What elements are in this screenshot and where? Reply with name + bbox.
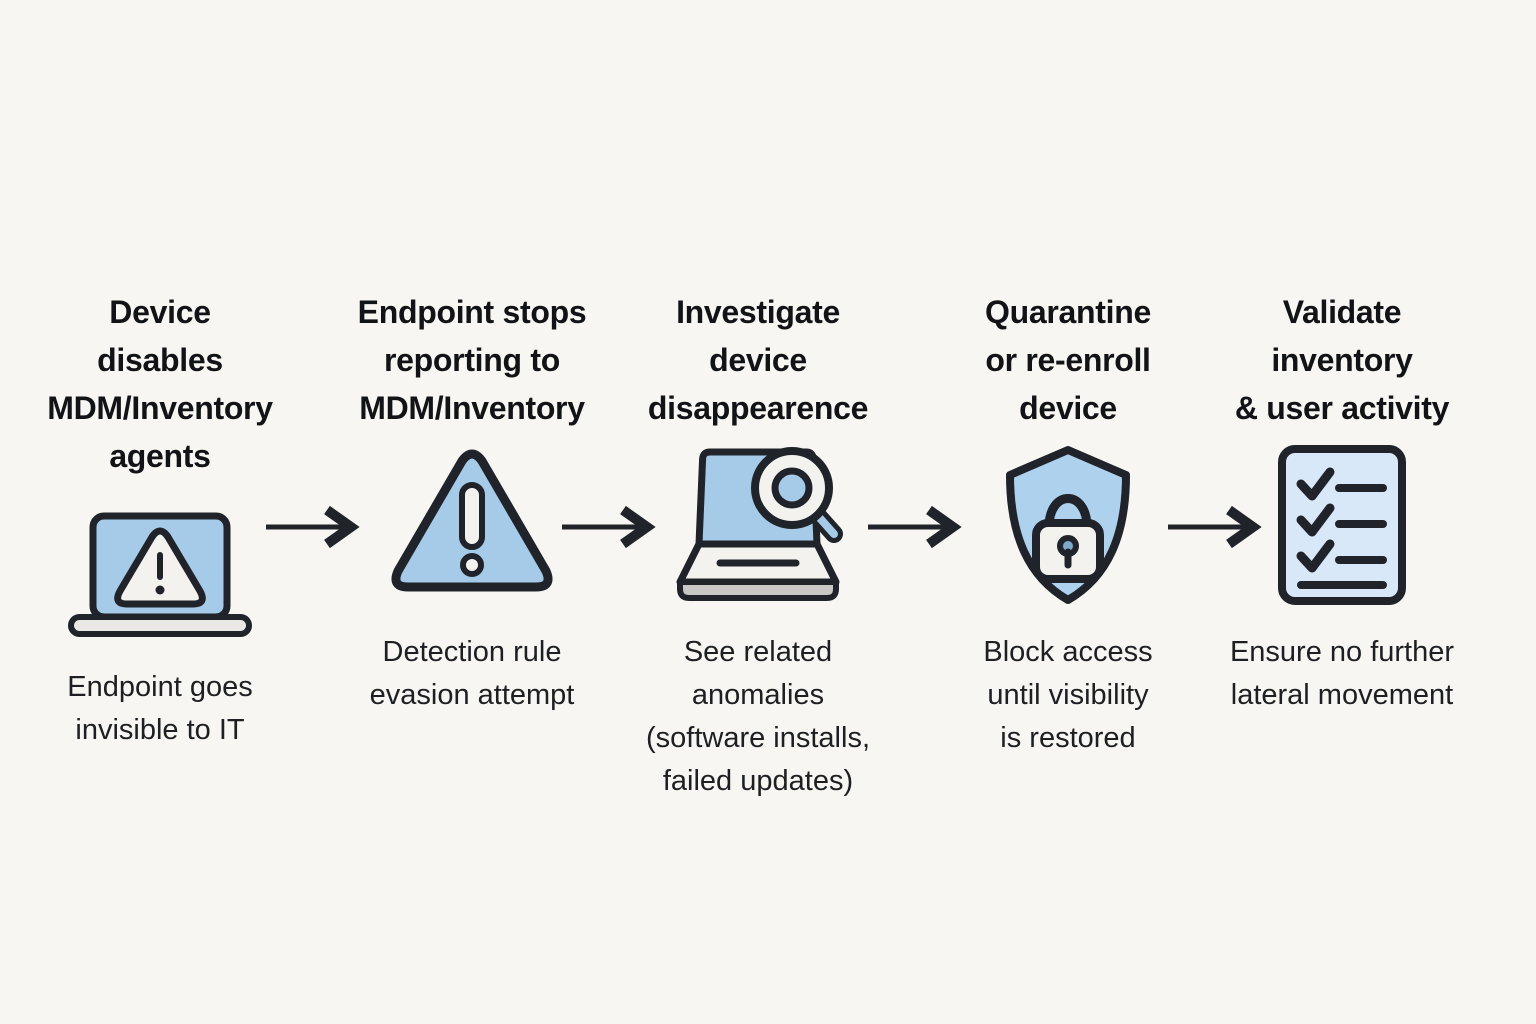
- caption-line: lateral movement: [1230, 679, 1454, 711]
- step-device-disables-mdm: Device disables MDM/Inventory agents End…: [10, 288, 310, 752]
- step-title: Quarantine or re-enroll device: [985, 288, 1151, 445]
- title-line: MDM/Inventory: [47, 390, 273, 426]
- title-line: device: [1019, 390, 1117, 426]
- laptop-warning-icon: [68, 512, 252, 637]
- title-line: Device: [109, 294, 211, 330]
- caption-line: invisible to IT: [75, 714, 245, 746]
- arrow-right-icon: [868, 505, 962, 549]
- step-caption: Ensure no further lateral movement: [1230, 631, 1454, 717]
- title-line: Endpoint stops: [357, 294, 587, 330]
- icon-box: [918, 445, 1218, 605]
- title-line: device: [709, 342, 807, 378]
- step-title: Endpoint stops reporting to MDM/Inventor…: [358, 288, 587, 445]
- caption-line: evasion attempt: [369, 679, 575, 711]
- step-quarantine-reenroll: Quarantine or re-enroll device Block acc…: [918, 288, 1218, 760]
- caption-line: See related: [683, 636, 833, 668]
- title-line: agents: [109, 438, 211, 474]
- arrow-right-icon: [1168, 505, 1262, 549]
- step-title: Device disables MDM/Inventory agents: [47, 288, 273, 480]
- title-line: or re-enroll: [985, 342, 1151, 378]
- icon-box: [10, 480, 310, 640]
- caption-line: Ensure no further: [1229, 636, 1455, 668]
- caption-line: failed updates): [662, 765, 854, 797]
- title-line: disables: [97, 342, 223, 378]
- caption-line: is restored: [1000, 722, 1136, 754]
- warning-triangle-icon: [391, 449, 553, 592]
- arrow-right-icon: [266, 505, 360, 549]
- step-title: Investigate device disappearence: [647, 288, 869, 445]
- title-line: MDM/Inventory: [359, 390, 585, 426]
- step-title: Validate inventory & user activity: [1234, 288, 1450, 445]
- caption-line: Endpoint goes: [67, 671, 253, 703]
- title-line: reporting to: [384, 342, 560, 378]
- title-line: Validate: [1282, 294, 1402, 330]
- title-line: Quarantine: [985, 294, 1151, 330]
- caption-line: Block access: [983, 636, 1153, 668]
- step-caption: Detection rule evasion attempt: [370, 631, 575, 717]
- laptop-magnifier-icon: [676, 447, 843, 601]
- caption-line: anomalies: [691, 679, 825, 711]
- caption-line: until visibility: [987, 679, 1149, 711]
- checklist-document-icon: [1278, 445, 1406, 605]
- caption-line: Detection rule: [382, 636, 562, 668]
- title-line: Investigate: [676, 294, 840, 330]
- step-caption: Block access until visibility is restore…: [983, 631, 1152, 760]
- title-line: & user activity: [1234, 390, 1450, 426]
- step-validate-inventory: Validate inventory & user activity Ensur…: [1192, 288, 1492, 717]
- icon-box: [322, 445, 622, 605]
- step-investigate-disappearance: Investigate device disappearence See rel…: [608, 288, 908, 803]
- step-endpoint-stops-reporting: Endpoint stops reporting to MDM/Inventor…: [322, 288, 622, 717]
- step-caption: See related anomalies (software installs…: [646, 631, 870, 803]
- shield-lock-icon: [1006, 446, 1130, 604]
- step-caption: Endpoint goes invisible to IT: [67, 666, 252, 752]
- icon-box: [608, 445, 908, 605]
- title-line: inventory: [1271, 342, 1413, 378]
- icon-box: [1192, 445, 1492, 605]
- arrow-right-icon: [562, 505, 656, 549]
- title-line: disappearence: [647, 390, 869, 426]
- caption-line: (software installs,: [645, 722, 870, 754]
